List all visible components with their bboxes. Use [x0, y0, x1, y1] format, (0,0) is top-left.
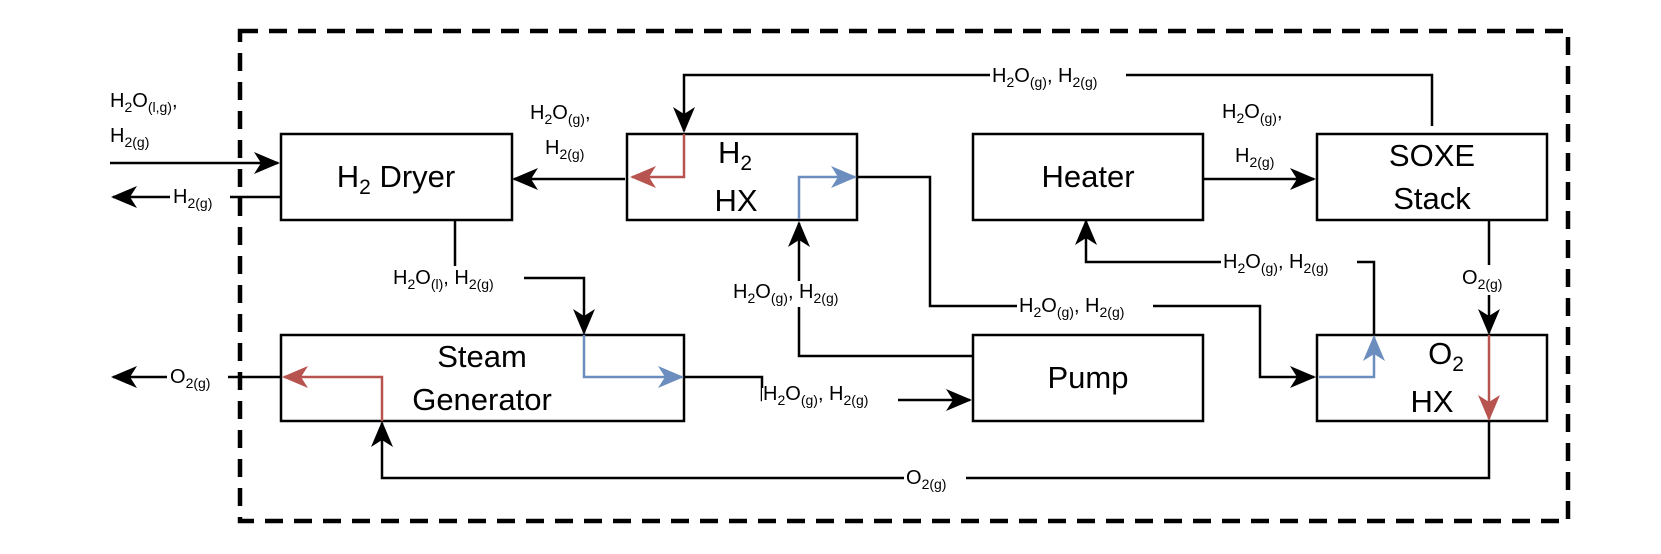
h2hx-cold-stream — [797, 166, 857, 219]
dryer-out-label: H2(g) — [173, 186, 212, 211]
system-boundary — [237, 28, 1571, 524]
svg-text:Heater: Heater — [1041, 159, 1134, 194]
hx-to-dryer-label-line1: H2O(g), — [530, 102, 591, 127]
heater-to-soxe-label-line2: H2(g) — [1235, 145, 1274, 170]
svg-text:H2: H2 — [718, 135, 752, 175]
soxe-o2-label: O2(g) — [1462, 267, 1502, 292]
o2hx-to-heater-label: H2O(g), H2(g) — [1223, 251, 1328, 276]
hx-to-o2hx-label: H2O(g), H2(g) — [1019, 295, 1124, 320]
o2hx-cold-stream — [1319, 335, 1385, 379]
steam-to-pump-label: H2O(g), H2(g) — [763, 383, 868, 408]
h2-dryer-block: H2 Dryer — [279, 132, 514, 222]
pump-block: Pump — [971, 333, 1205, 423]
bottom-o2-label: O2(g) — [906, 467, 946, 492]
inlet-label-line2: H2(g) — [110, 125, 149, 150]
svg-text:HX: HX — [1410, 384, 1453, 419]
h2hx-hot-stream — [630, 134, 686, 188]
heater-block: Heater — [971, 132, 1205, 222]
svg-text:SOXE: SOXE — [1389, 138, 1475, 173]
steam-cold-stream — [582, 335, 684, 388]
pump-to-hx-label: H2O(g), H2(g) — [733, 281, 838, 306]
svg-text:O2: O2 — [1428, 336, 1464, 376]
inlet-label-line1: H2O(l,g), — [110, 90, 178, 115]
svg-text:H2 Dryer: H2 Dryer — [337, 159, 455, 199]
soxe-stack-block: SOXE Stack — [1315, 132, 1549, 222]
svg-text:Generator: Generator — [412, 382, 552, 417]
svg-text:Pump: Pump — [1048, 360, 1129, 395]
top-return-label: H2O(g), H2(g) — [992, 65, 1097, 90]
dryer-to-steam-label: H2O(l), H2(g) — [393, 267, 494, 292]
heater-to-soxe-label-line1: H2O(g), — [1222, 101, 1283, 126]
o2-out-label: O2(g) — [170, 366, 210, 391]
steam-hot-stream — [282, 366, 384, 421]
hx-to-dryer-label-line2: H2(g) — [545, 137, 584, 162]
svg-text:Stack: Stack — [1393, 181, 1471, 216]
svg-text:Steam: Steam — [437, 339, 527, 374]
svg-text:HX: HX — [714, 183, 757, 218]
flow-pump-to-h2hx — [788, 221, 973, 358]
